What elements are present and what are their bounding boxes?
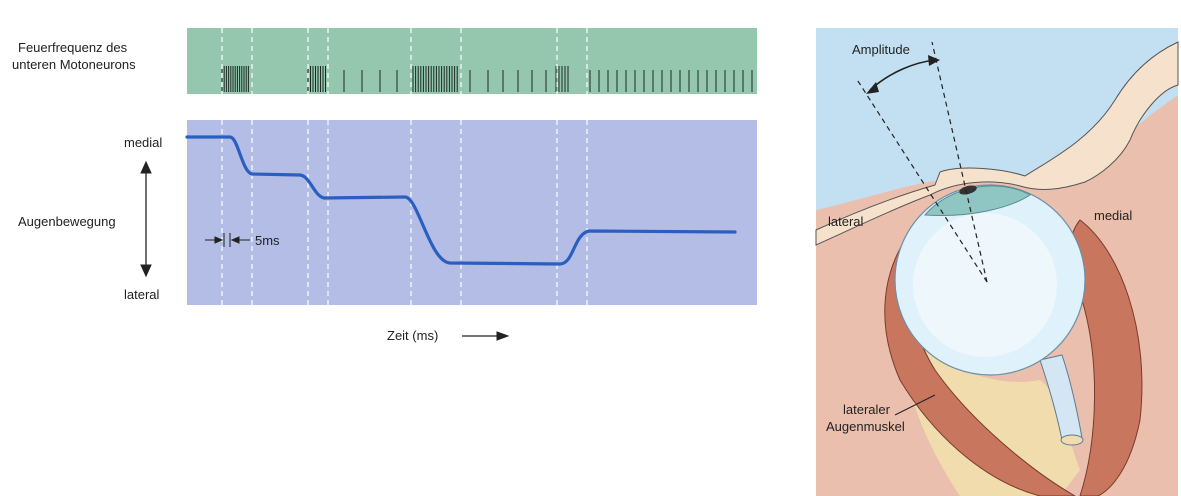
scale-bar xyxy=(205,233,250,247)
eye-position-panel xyxy=(187,120,757,305)
axis-label-lateral: lateral xyxy=(124,287,160,302)
muscle-label-line1: lateraler xyxy=(843,402,890,417)
muscle-label-line2: Augenmuskel xyxy=(826,419,905,434)
eye-position-trace xyxy=(185,135,737,266)
time-arrow xyxy=(462,331,510,341)
time-axis-label: Zeit (ms) xyxy=(387,328,439,343)
scale-bar-label: 5ms xyxy=(255,233,280,248)
firing-rate-label-line2: unteren Motoneurons xyxy=(12,57,136,72)
spike-train xyxy=(221,66,753,92)
vertical-double-arrow xyxy=(140,160,152,278)
axis-label-medial: medial xyxy=(124,135,163,150)
lateral-side-label: lateral xyxy=(828,214,864,229)
axis-label-eye-movement: Augenbewegung xyxy=(18,214,116,229)
time-markers xyxy=(221,28,588,305)
amplitude-label: Amplitude xyxy=(852,42,910,57)
firing-rate-label-line1: Feuerfrequenz des xyxy=(18,40,128,55)
medial-side-label: medial xyxy=(1094,208,1133,223)
eye-illustration xyxy=(815,28,1179,496)
